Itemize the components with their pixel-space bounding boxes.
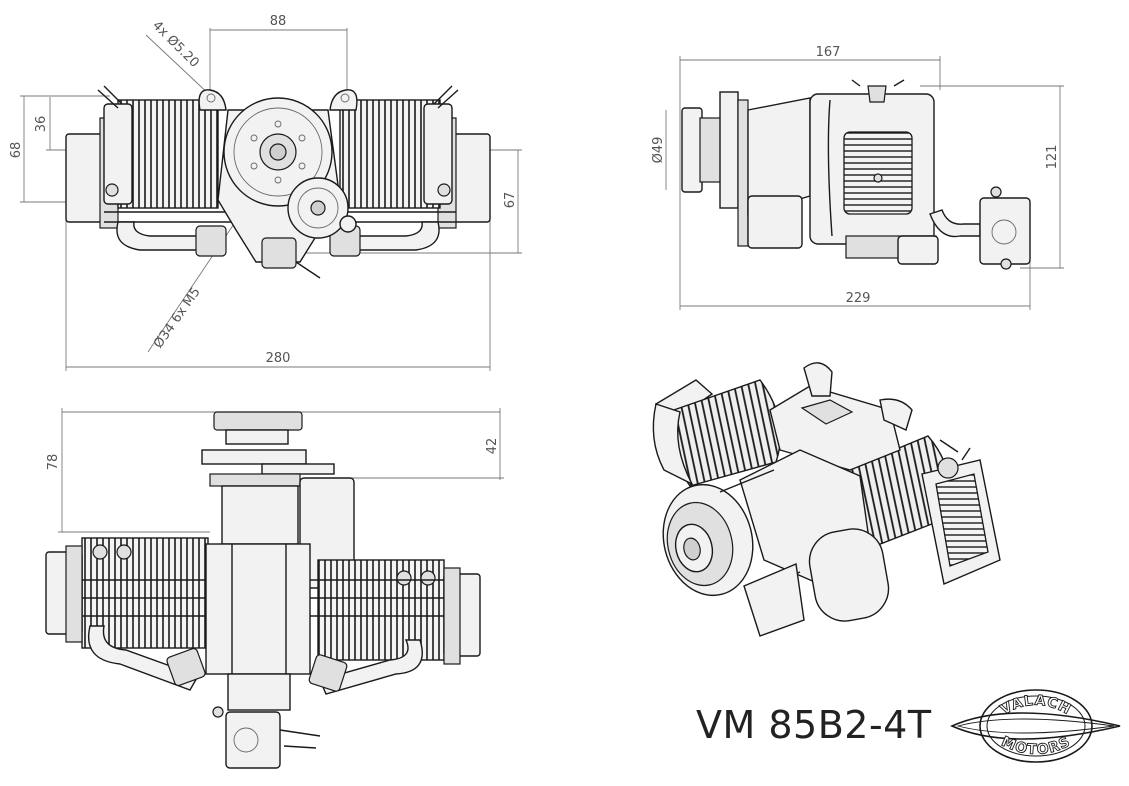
- front-view: 88 4x Ø5.20 68 36 67 Ø34 6x M5 280: [9, 14, 522, 371]
- model-title: VM 85B2-4T: [696, 703, 932, 747]
- side-view-engine: [681, 79, 1031, 270]
- side-view-dimensions: [665, 56, 1064, 310]
- dim-68: 68: [9, 142, 24, 159]
- dim-42: 42: [485, 438, 500, 455]
- dim-flange: Ø34 6x M5: [151, 285, 204, 351]
- isometric-view: [652, 362, 1001, 637]
- dim-36: 36: [34, 116, 49, 133]
- side-view: 167 Ø49 121 229: [651, 45, 1064, 310]
- front-view-engine: [65, 85, 491, 279]
- dim-78: 78: [46, 454, 61, 471]
- dim-121: 121: [1045, 145, 1060, 170]
- top-view-engine: [45, 411, 481, 769]
- top-view: 78 42: [45, 408, 504, 769]
- valach-motors-logo: VALACH MOTORS: [950, 689, 1121, 763]
- dim-49: Ø49: [651, 137, 666, 164]
- dim-88: 88: [270, 14, 287, 29]
- dim-229: 229: [846, 291, 871, 306]
- dim-167: 167: [816, 45, 841, 60]
- dim-280: 280: [266, 351, 291, 366]
- dim-67: 67: [503, 192, 518, 209]
